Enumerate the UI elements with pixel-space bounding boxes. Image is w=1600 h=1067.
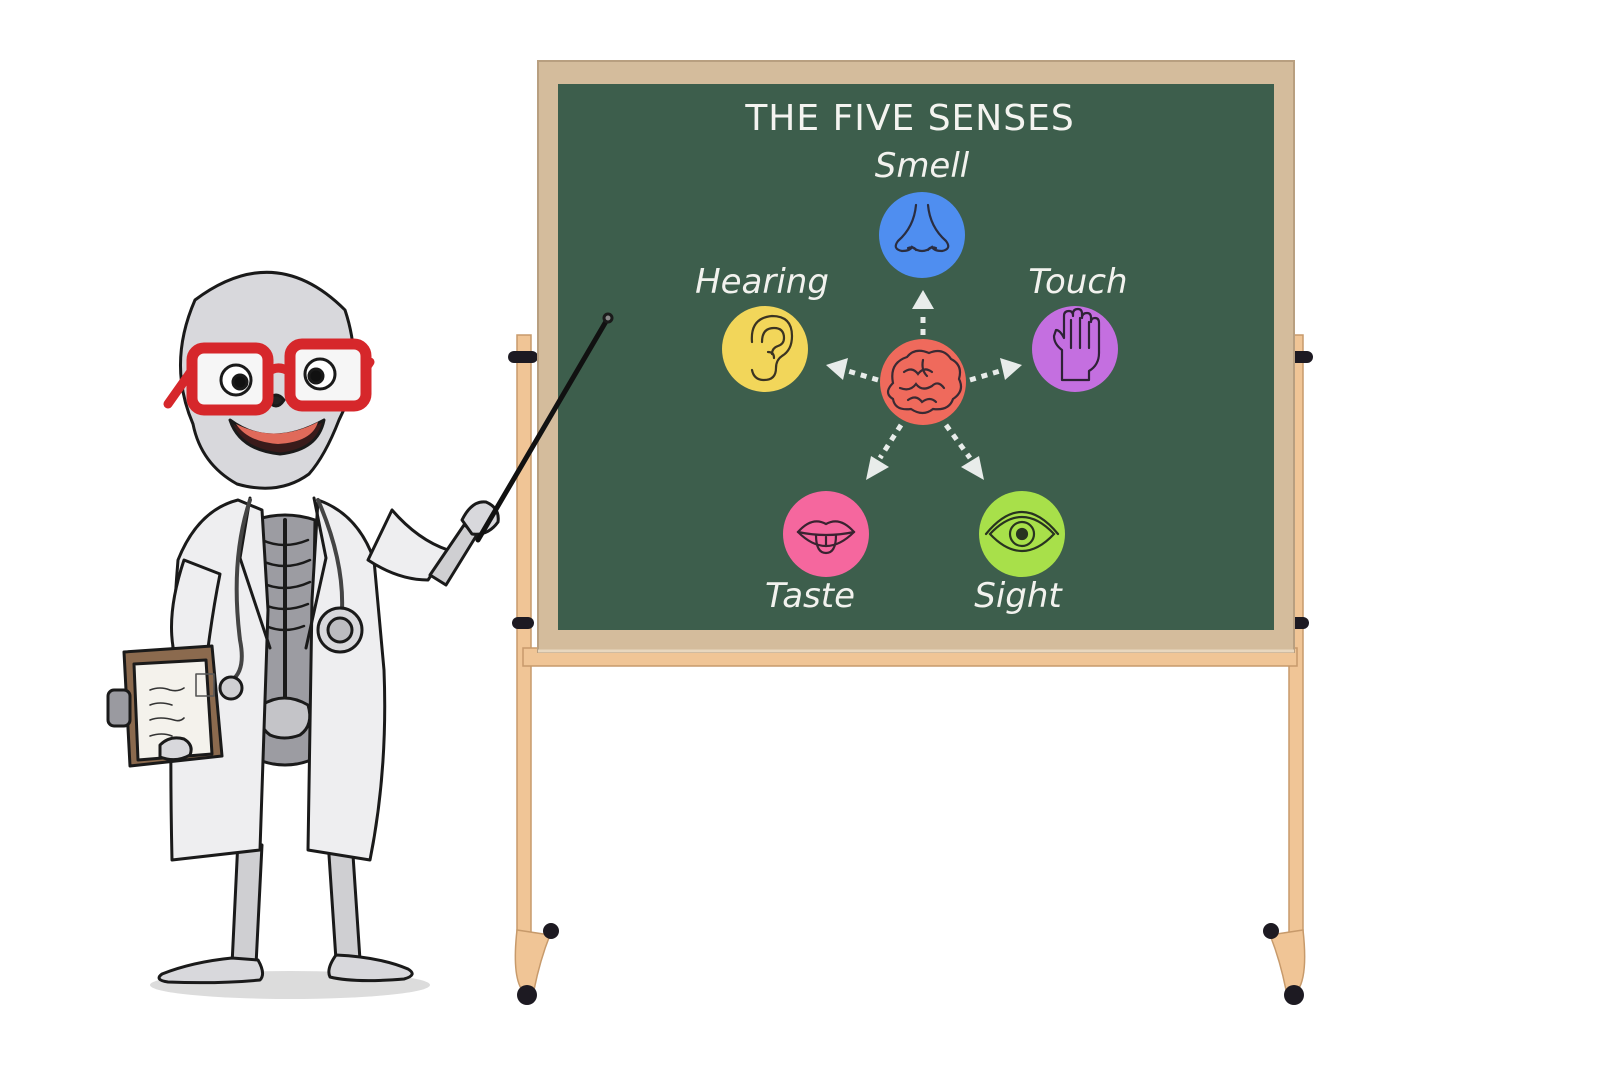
taste-label: Taste: [765, 576, 855, 616]
eye-icon: [984, 510, 1060, 553]
sense-arrows: [847, 312, 1001, 460]
brain-node: [880, 339, 966, 425]
smell-label: Smell: [875, 146, 970, 186]
skeleton-doctor: [106, 270, 614, 999]
mouth-icon: [796, 520, 856, 555]
sense-smell: [879, 192, 965, 278]
touch-circle: [1032, 306, 1118, 392]
touch-label: Touch: [1028, 262, 1127, 302]
sense-sight: [979, 491, 1065, 577]
smell-circle: [879, 192, 965, 278]
arrow-heads: [826, 290, 1022, 480]
sight-label: Sight: [974, 576, 1063, 616]
red-glasses: [163, 338, 375, 416]
brain-icon: [886, 349, 963, 415]
hearing-circle: [722, 306, 808, 392]
sense-touch: [1032, 306, 1118, 392]
board-title: THE FIVE SENSES: [744, 98, 1074, 139]
ear-icon: [750, 314, 794, 382]
nose-icon: [894, 203, 950, 253]
hand-icon: [1052, 307, 1101, 382]
sense-taste: [783, 491, 869, 577]
sense-hearing: [722, 306, 808, 392]
hearing-label: Hearing: [695, 262, 829, 302]
